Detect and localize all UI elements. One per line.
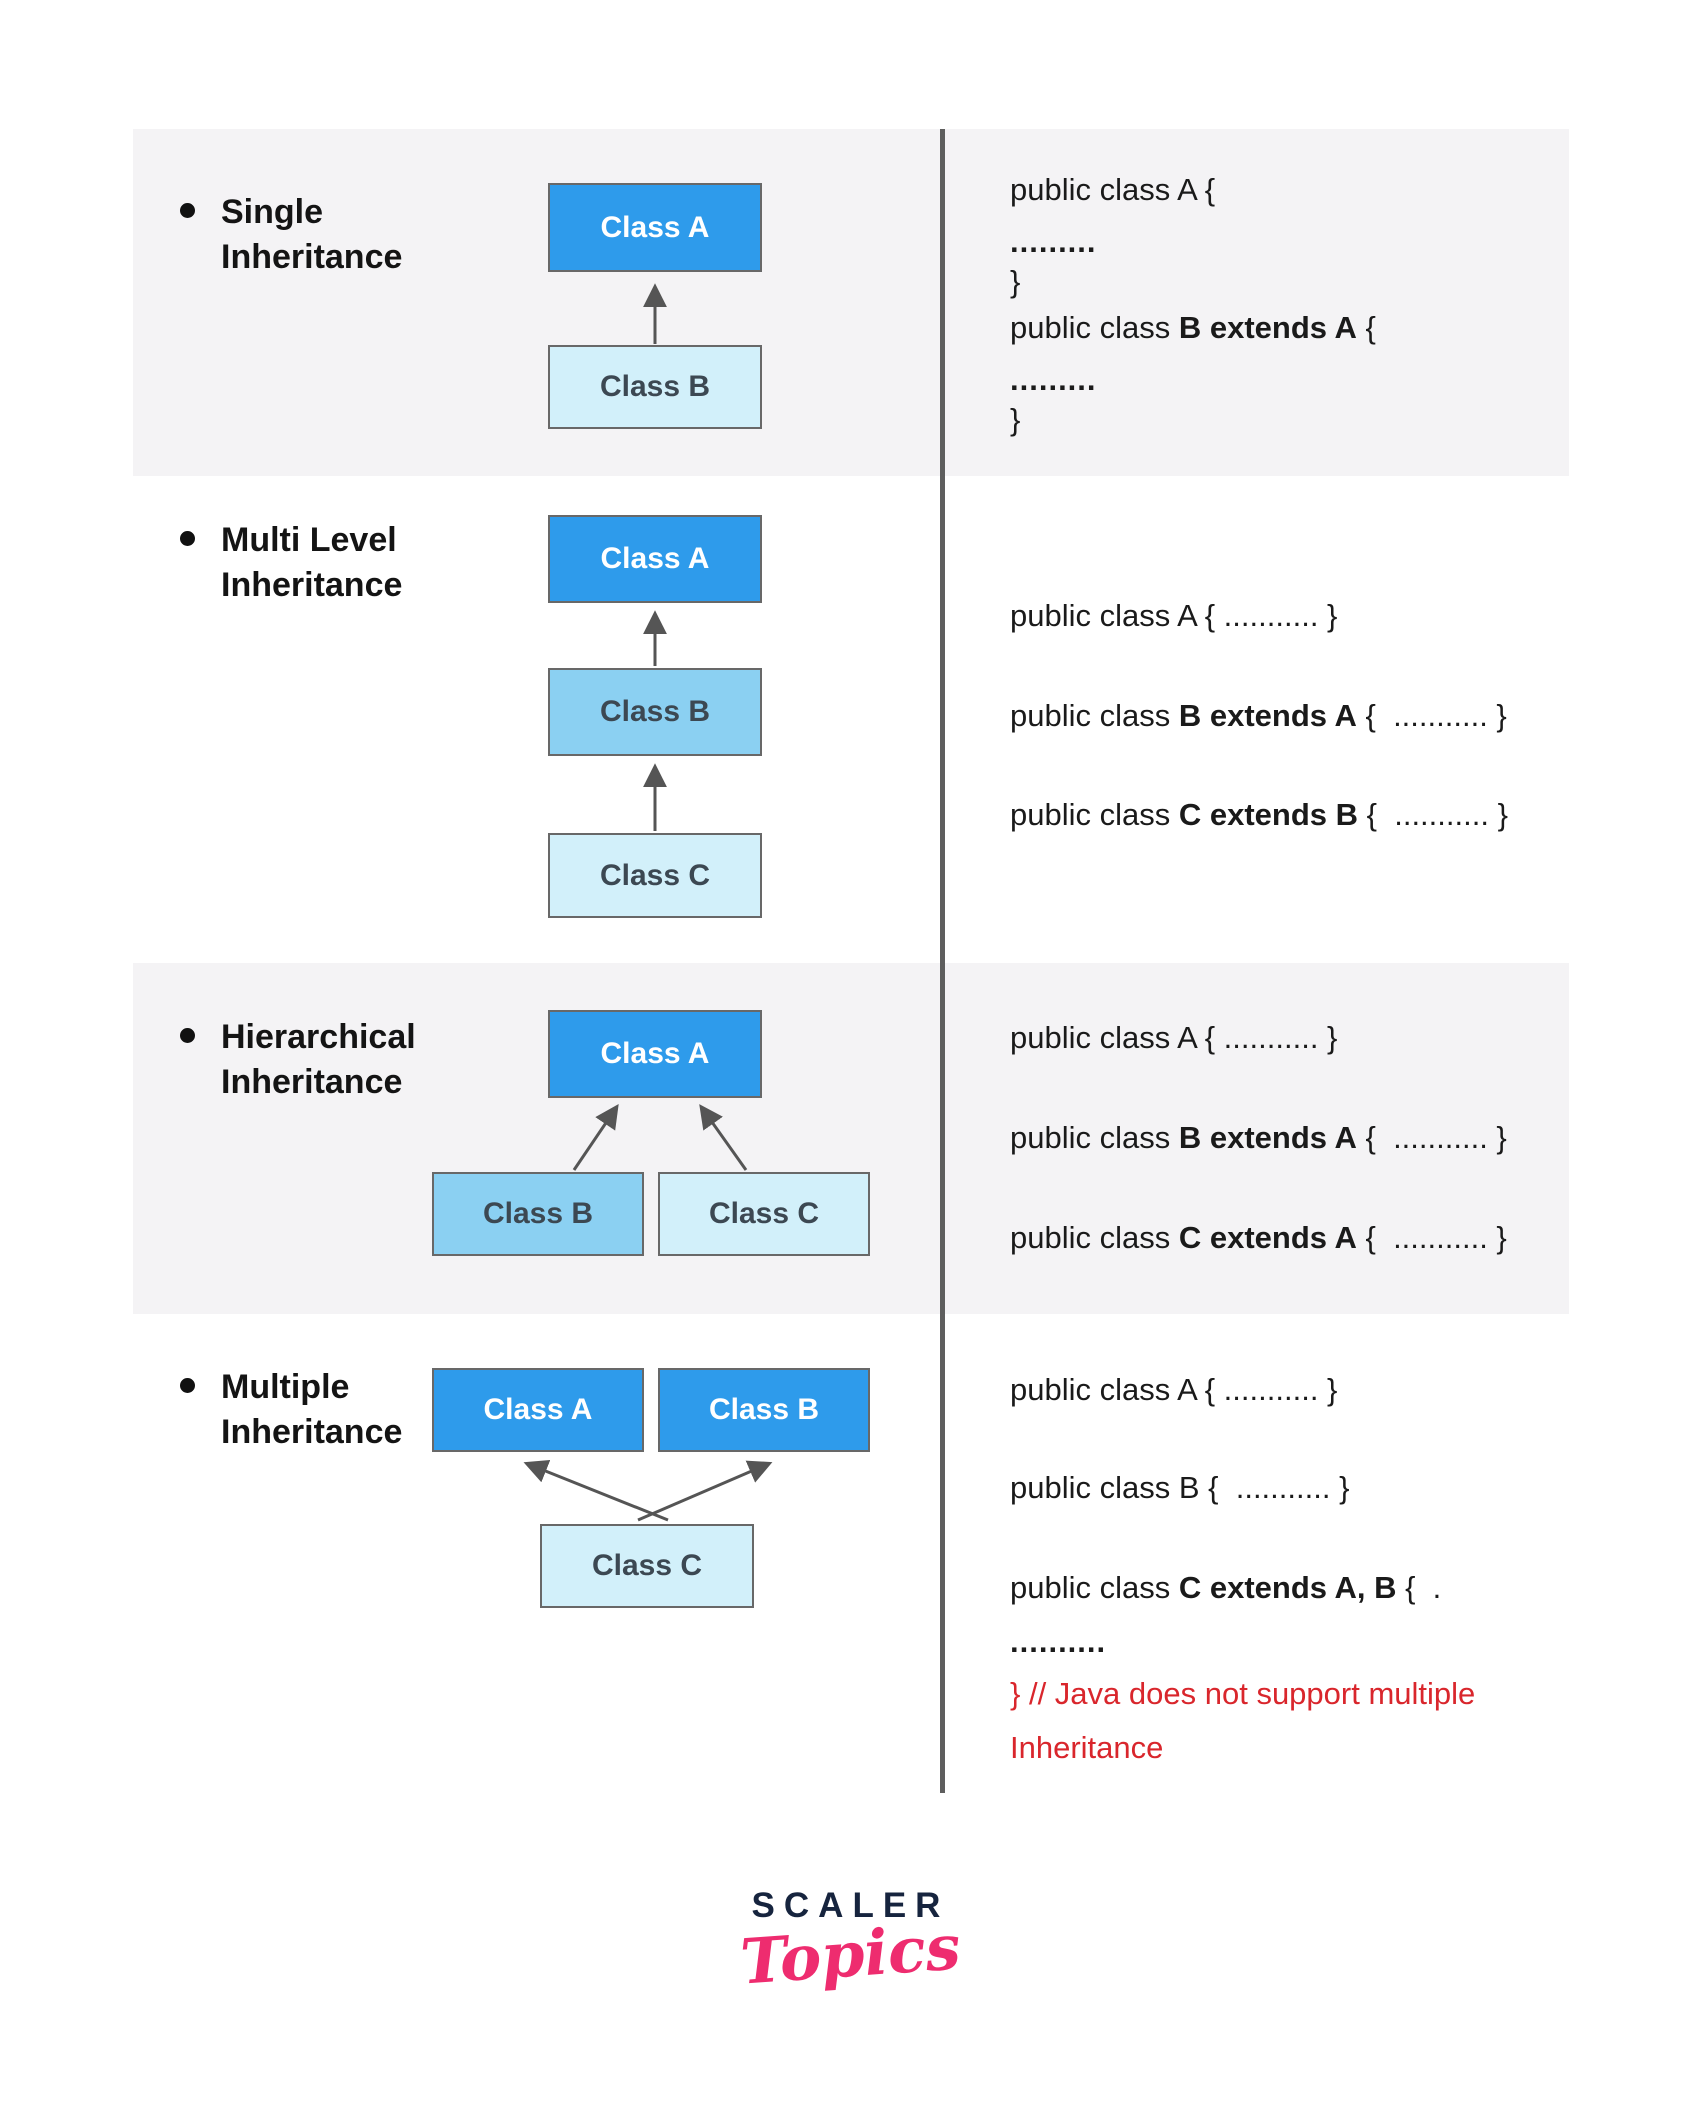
code-line-comment-red: } // Java does not support multiple [1010,1676,1476,1711]
code-line: } [1010,264,1021,299]
code-line: public class B extends A { [1010,310,1376,345]
code-line: public class C extends B { ........... } [1010,797,1508,832]
scaler-topics-logo: SCALER Topics [0,1886,1701,1999]
class-b-box-multilevel: Class B [548,668,762,756]
code-line: } [1010,402,1021,437]
code-line-comment-red: Inheritance [1010,1730,1164,1765]
code-line: public class C extends A { ........... } [1010,1220,1507,1255]
vertical-divider [940,129,945,1793]
code-line: public class B extends A { ........... } [1010,1120,1507,1155]
logo-scaler-text: SCALER [751,1886,950,1925]
class-a-box-hierarchical: Class A [548,1010,762,1098]
class-b-box-single: Class B [548,345,762,429]
class-a-box-multilevel: Class A [548,515,762,603]
class-c-box-hierarchical: Class C [658,1172,870,1256]
arrow-c-to-b-multiple [637,1460,773,1522]
code-line: ......... [1010,224,1097,259]
bullet-icon [180,1378,195,1393]
code-line: .......... [1010,1624,1107,1659]
class-b-box-multiple: Class B [658,1368,870,1452]
code-line: ......... [1010,362,1097,397]
code-line: public class A { ........... } [1010,1020,1338,1055]
code-line: public class A { ........... } [1010,598,1338,633]
code-line: public class A { [1010,172,1216,207]
class-a-box-single: Class A [548,183,762,272]
code-line: public class C extends A, B { . [1010,1570,1442,1605]
code-line: public class B extends A { ........... } [1010,698,1507,733]
code-line: public class B { ........... } [1010,1470,1350,1505]
class-a-box-multiple: Class A [432,1368,644,1452]
section-band-single [133,129,1569,476]
bullet-icon [180,531,195,546]
bullet-icon [180,1028,195,1043]
arrow-c-to-a-multiple [523,1459,669,1522]
class-c-box-multiple: Class C [540,1524,754,1608]
class-b-box-hierarchical: Class B [432,1172,644,1256]
code-line: public class A { ........... } [1010,1372,1338,1407]
bullet-icon [180,203,195,218]
class-c-box-multilevel: Class C [548,833,762,918]
